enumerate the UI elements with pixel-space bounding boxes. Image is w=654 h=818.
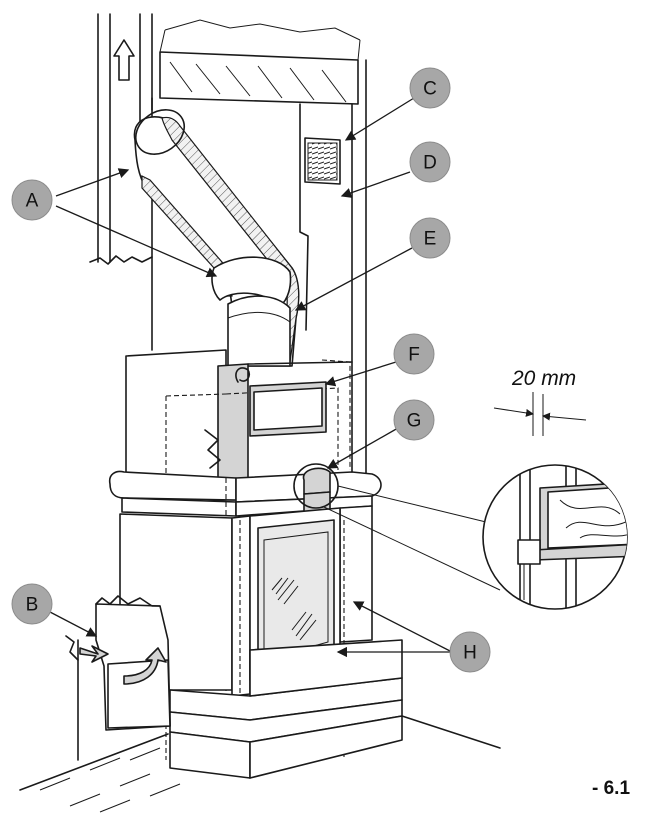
callout-g: G <box>393 399 435 441</box>
dimension-label: 20 mm <box>511 367 576 390</box>
floor-grid <box>39 747 181 813</box>
callout-e: E <box>409 217 451 259</box>
callout-d: D <box>409 141 451 183</box>
plinth-base <box>19 639 501 791</box>
callout-a-label: A <box>26 191 39 212</box>
callout-h-label: H <box>463 643 477 664</box>
flow-up-arrow-icon <box>113 39 135 81</box>
leader-lines <box>49 97 453 658</box>
mantel-cornice <box>108 467 382 700</box>
callout-f-label: F <box>408 345 420 366</box>
air-grille-c <box>304 137 341 185</box>
callout-a: A <box>11 179 53 221</box>
callout-g-label: G <box>407 411 422 432</box>
callout-b: B <box>11 583 53 625</box>
inspection-panel-f <box>249 381 327 437</box>
insulated-flue-pipe <box>133 109 300 367</box>
callout-c-label: C <box>423 79 437 100</box>
callout-h: H <box>449 631 491 673</box>
figure-number: - 6.1 <box>592 778 630 799</box>
chimney-flue <box>89 13 153 265</box>
air-inlet-duct <box>65 595 171 761</box>
callout-d-label: D <box>423 153 437 174</box>
callout-e-label: E <box>424 229 437 250</box>
firebox-body <box>119 505 373 760</box>
callout-b-label: B <box>26 595 39 616</box>
callout-f: F <box>393 333 435 375</box>
dimension-20mm: 20 mm <box>493 367 587 436</box>
callout-c: C <box>409 67 451 109</box>
ceiling-beam <box>159 19 361 105</box>
